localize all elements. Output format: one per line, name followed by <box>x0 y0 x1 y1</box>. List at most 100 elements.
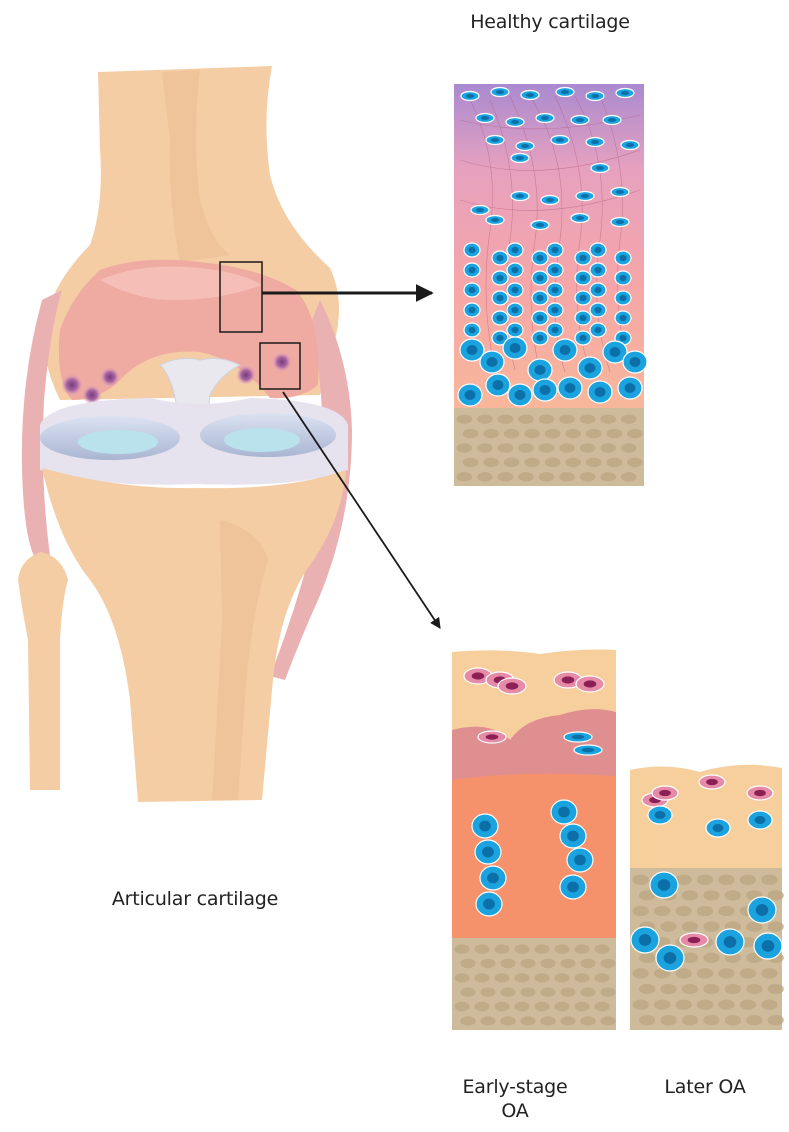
chondrocyte-nucleus <box>610 347 621 357</box>
chondrocyte-nucleus <box>762 940 775 952</box>
chondrocyte-nucleus <box>582 748 595 753</box>
bone-trabecula <box>600 414 616 424</box>
chondrocyte-nucleus <box>496 335 503 341</box>
bone-trabecula <box>520 959 535 968</box>
bone-trabecula <box>540 987 555 996</box>
chondrocyte-nucleus <box>521 144 529 148</box>
bone-trabecula <box>639 984 655 994</box>
bone-trabecula <box>514 944 529 953</box>
chondrocyte-nucleus <box>594 267 601 273</box>
bone-trabecula <box>725 1015 741 1025</box>
bone-trabecula <box>600 1016 615 1025</box>
chondrocyte-nucleus <box>619 315 626 321</box>
bone-trabecula <box>477 472 493 482</box>
chondrocyte-nucleus <box>594 287 601 293</box>
chondrocyte-nucleus <box>579 255 586 261</box>
chondrocyte-nucleus <box>466 94 474 98</box>
bone-trabecula <box>633 968 649 978</box>
bone-trabecula <box>477 414 493 424</box>
bone-trabecula <box>594 973 609 982</box>
bone-trabecula <box>600 443 616 453</box>
bone-trabecula <box>586 458 602 468</box>
chondrocyte-nucleus <box>511 287 518 293</box>
chondrocyte-nucleus <box>551 307 558 313</box>
bone-trabecula <box>520 987 535 996</box>
bone-trabecula <box>697 968 713 978</box>
bone-trabecula <box>600 959 615 968</box>
bone-trabecula <box>718 906 734 916</box>
bone-trabecula <box>540 959 555 968</box>
chondrocyte-nucleus <box>619 275 626 281</box>
bone-trabecula <box>607 458 623 468</box>
bone-trabecula <box>518 414 534 424</box>
bone-trabecula <box>675 999 691 1009</box>
bone-trabecula <box>761 999 777 1009</box>
bone-trabecula <box>514 1002 529 1011</box>
bone-trabecula <box>474 973 489 982</box>
chondrocyte-nucleus <box>625 383 636 393</box>
bone-trabecula <box>454 973 469 982</box>
chondrocyte-nucleus <box>487 357 498 367</box>
bone-trabecula <box>518 472 534 482</box>
bone-trabecula <box>534 973 549 982</box>
bone-trabecula <box>682 921 698 931</box>
chondrocyte-nucleus <box>626 143 634 147</box>
chondrocyte-nucleus <box>551 287 558 293</box>
chondrocyte-nucleus <box>658 879 671 891</box>
chondrocyte-nucleus <box>511 247 518 253</box>
chondrocyte-nucleus <box>526 93 534 97</box>
chondrocyte-nucleus <box>479 821 491 832</box>
chondrocyte-nucleus <box>608 118 616 122</box>
bone-trabecula <box>768 984 784 994</box>
chondrocyte-nucleus <box>560 345 571 355</box>
bone-trabecula <box>761 968 777 978</box>
chondrocyte-nucleus <box>510 343 521 353</box>
chondrocyte-nucleus <box>581 194 589 198</box>
bone-trabecula <box>654 906 670 916</box>
chondrocyte-nucleus <box>541 116 549 120</box>
bone-trabecula <box>639 953 655 963</box>
bone-trabecula <box>565 429 581 439</box>
chondrocyte-nucleus <box>594 307 601 313</box>
chondrocyte-nucleus <box>468 287 475 293</box>
bone-trabecula <box>480 959 495 968</box>
bone-trabecula <box>580 1016 595 1025</box>
bone-trabecula <box>500 1016 515 1025</box>
bone-trabecula <box>703 921 719 931</box>
chondrocyte-nucleus <box>576 118 584 122</box>
chondrocyte-nucleus <box>630 357 641 367</box>
bone-trabecula <box>746 1015 762 1025</box>
bone-trabecula <box>621 472 637 482</box>
chondrocyte-nucleus <box>465 390 476 400</box>
bone-trabecula <box>574 973 589 982</box>
bone-trabecula <box>580 472 596 482</box>
chondrocyte-nucleus <box>483 899 495 910</box>
bone-trabecula <box>514 973 529 982</box>
knee-illustration <box>18 66 352 802</box>
chondrocyte-nucleus <box>496 255 503 261</box>
bone-trabecula <box>520 1016 535 1025</box>
chondrocyte-nucleus <box>756 904 769 916</box>
chondrocyte-nucleus <box>579 315 586 321</box>
chondrocyte-nucleus <box>496 315 503 321</box>
chondrocyte-nucleus <box>511 307 518 313</box>
chondrocyte-nucleus <box>476 208 484 212</box>
chondrocyte-nucleus <box>595 387 606 397</box>
bone-trabecula <box>768 921 784 931</box>
bone-trabecula <box>725 984 741 994</box>
bone-trabecula <box>540 1016 555 1025</box>
bone-trabecula <box>559 443 575 453</box>
bone-trabecula <box>675 906 691 916</box>
bone-trabecula <box>545 429 561 439</box>
bone-trabecula <box>594 944 609 953</box>
chondrocyte-nucleus <box>621 91 629 95</box>
bone-trabecula <box>580 959 595 968</box>
chondrocyte-nucleus <box>619 255 626 261</box>
bone-trabecula <box>504 458 520 468</box>
chondrocyte-nucleus <box>585 363 596 373</box>
chondrocyte-nucleus <box>664 952 677 964</box>
chondrocyte-nucleus <box>561 90 569 94</box>
chondrocyte-nucleus <box>551 267 558 273</box>
bone-trabecula <box>675 968 691 978</box>
